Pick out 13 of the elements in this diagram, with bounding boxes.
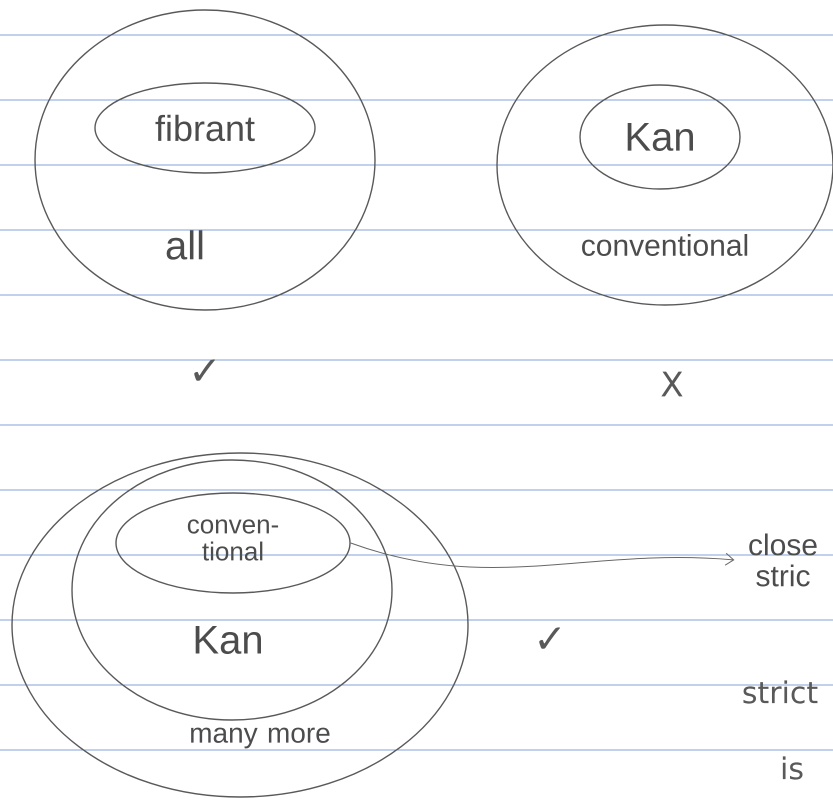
handwritten-text: strict [743,680,818,704]
handwritten-text: fibrant [155,114,255,142]
arrow [350,542,734,568]
handwritten-text: many more [191,728,330,748]
bare-text: close stric [749,533,817,587]
handwritten-text: Kan [196,626,261,654]
cross-mark: X [661,372,683,396]
handwritten-text: conventional [582,234,748,256]
handwritten-text: is [782,756,803,780]
check-mark: ✓ [194,359,215,381]
check-mark: ✓ [539,627,560,649]
handwritten-text: Kan [628,123,693,151]
handwritten-text: all [166,230,202,260]
